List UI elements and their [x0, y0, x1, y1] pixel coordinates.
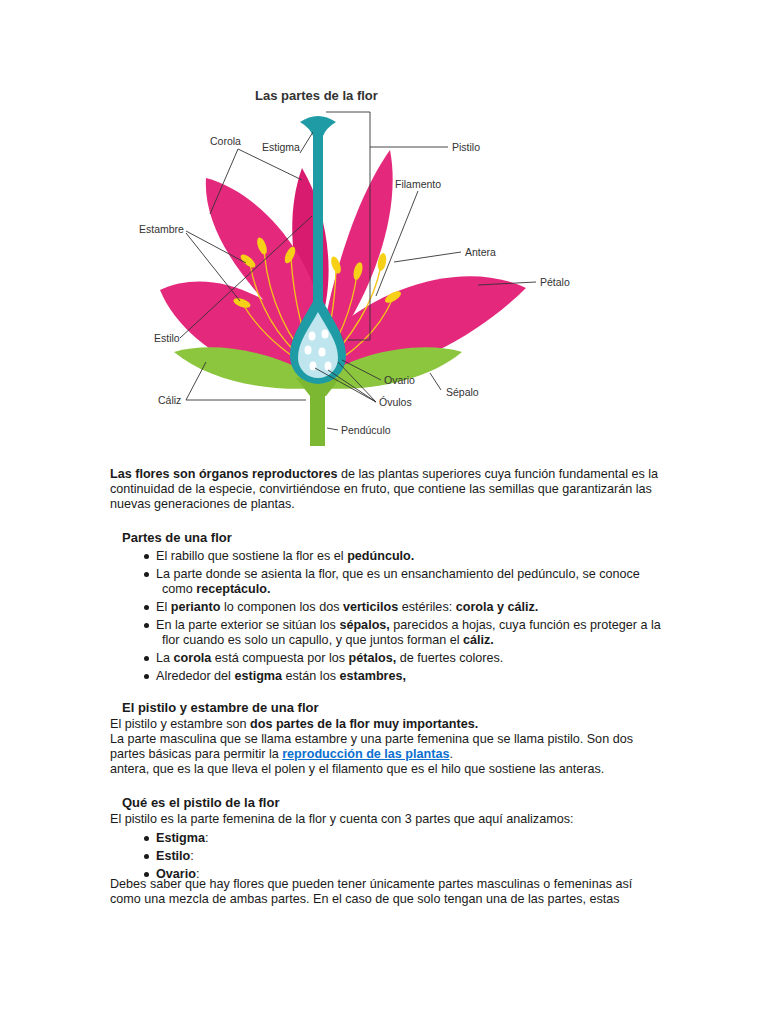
- body-text: El: [156, 600, 167, 614]
- bold-text: verticilos: [343, 600, 398, 614]
- list-item: La corolaestá compuesta por los pétalos,de…: [156, 651, 662, 666]
- bullet-dot: [144, 854, 149, 859]
- body-text: :: [205, 831, 209, 845]
- bold-text: perianto: [171, 600, 221, 614]
- section-heading: El pistilo y estambre de una flor: [122, 700, 662, 715]
- list-item: Alrededor delestigma están losestambres,: [156, 669, 662, 684]
- bullet-dot: [144, 674, 149, 679]
- bullet-dot: [144, 605, 149, 610]
- text-line: Partes de una flor: [122, 530, 662, 545]
- bold-text: sépalos,: [339, 618, 389, 632]
- bullet-dot: [144, 572, 149, 577]
- list-item: La parte donde se asienta la flor, que e…: [156, 567, 662, 597]
- part-label: Pendúculo: [341, 424, 391, 436]
- part-label: Sépalo: [446, 386, 479, 398]
- bold-text: corola: [174, 651, 212, 665]
- body-text: Alrededor del: [156, 669, 231, 683]
- bold-text: pétalos,: [349, 651, 397, 665]
- text-line: El pistilo es la parte femenina de la fl…: [110, 812, 662, 827]
- body-text: Debes saber que hay flores que pueden te…: [110, 877, 632, 906]
- bullet-list: El rabillo que sostiene la flor es elped…: [156, 549, 662, 687]
- heading-text: Qué es el pistilo de la flor: [122, 795, 280, 810]
- bullet-dot: [144, 623, 149, 628]
- part-label: Cáliz: [158, 394, 181, 406]
- body-text: La: [156, 651, 170, 665]
- part-label: Pétalo: [540, 276, 570, 288]
- body-text: El pistilo es la parte femenina de la fl…: [110, 812, 573, 826]
- bullet-dot: [144, 836, 149, 841]
- diagram-title: Las partes de la flor: [255, 88, 378, 103]
- text-line: La parte masculina que se llama estambre…: [110, 732, 662, 762]
- body-text: de fuertes colores.: [400, 651, 504, 665]
- part-label: Estigma: [262, 141, 300, 153]
- part-label: Corola: [210, 135, 241, 147]
- text-line: El pistilo y estambre sondos partes de l…: [110, 717, 662, 732]
- paragraph: El pistilo y estambre sondos partes de l…: [110, 717, 662, 777]
- part-label: Antera: [465, 246, 496, 258]
- text-line: Las flores son órganos reproductoresde l…: [110, 467, 662, 512]
- list-item: Estigma:: [156, 831, 662, 846]
- bold-text: estigma: [234, 669, 282, 683]
- bullet-list: Estigma:Estilo:Ovario:: [156, 831, 662, 885]
- text-line: antera, que es la que lleva el polen y e…: [110, 762, 662, 777]
- list-item: El rabillo que sostiene la flor es elped…: [156, 549, 662, 564]
- paragraph: Debes saber que hay flores que pueden te…: [110, 877, 662, 907]
- body-text: antera, que es la que lleva el polen y e…: [110, 762, 604, 776]
- paragraph: Las flores son órganos reproductoresde l…: [110, 467, 662, 512]
- bold-text: dos partes de la flor muy importantes.: [250, 717, 478, 731]
- link-text: reproducción de las plantas: [282, 747, 449, 761]
- bullet-dot: [144, 872, 149, 877]
- bold-text: cáliz.: [463, 633, 494, 647]
- body-text: .: [449, 747, 453, 761]
- body-text: estériles:: [402, 600, 452, 614]
- heading-text: El pistilo y estambre de una flor: [122, 700, 319, 715]
- bullet-dot: [144, 656, 149, 661]
- body-text: lo componen los dos: [224, 600, 340, 614]
- leader-lines: [180, 112, 536, 430]
- text-line: Debes saber que hay flores que pueden te…: [110, 877, 662, 907]
- part-label: Filamento: [395, 178, 441, 190]
- part-label: Estambre: [139, 223, 184, 235]
- pistil: [290, 116, 346, 384]
- paragraph: El pistilo es la parte femenina de la fl…: [110, 812, 662, 827]
- body-text: El pistilo y estambre son: [110, 717, 247, 731]
- bold-text: estambres,: [339, 669, 406, 683]
- bold-text: corola y cáliz.: [456, 600, 539, 614]
- bold-text: Estigma: [156, 831, 205, 845]
- body-text: El rabillo que sostiene la flor es el: [156, 549, 344, 563]
- bold-text: pedúnculo.: [347, 549, 414, 563]
- list-item: El periantolo componen los dosverticilos e…: [156, 600, 662, 615]
- body-text: está compuesta por los: [215, 651, 345, 665]
- section-heading: Qué es el pistilo de la flor: [122, 795, 662, 810]
- part-label: Pistilo: [452, 141, 480, 153]
- body-text: :: [190, 849, 194, 863]
- list-item: En la parte exterior se sitúan lossépalo…: [156, 618, 662, 648]
- section-heading: Partes de una flor: [122, 530, 662, 545]
- bullet-dot: [144, 554, 149, 559]
- part-label: Ovario: [384, 374, 415, 386]
- text-line: El pistilo y estambre de una flor: [122, 700, 662, 715]
- bold-text: receptáculo.: [196, 582, 270, 596]
- body-text: En la parte exterior se sitúan los: [156, 618, 336, 632]
- list-item: Estilo:: [156, 849, 662, 864]
- part-label: Óvulos: [379, 396, 412, 408]
- bold-text: Las flores son órganos reproductores: [110, 467, 337, 481]
- text-line: Qué es el pistilo de la flor: [122, 795, 662, 810]
- heading-text: Partes de una flor: [122, 530, 232, 545]
- body-text: están los: [286, 669, 336, 683]
- bold-text: Estilo: [156, 849, 190, 863]
- part-label: Estilo: [154, 332, 180, 344]
